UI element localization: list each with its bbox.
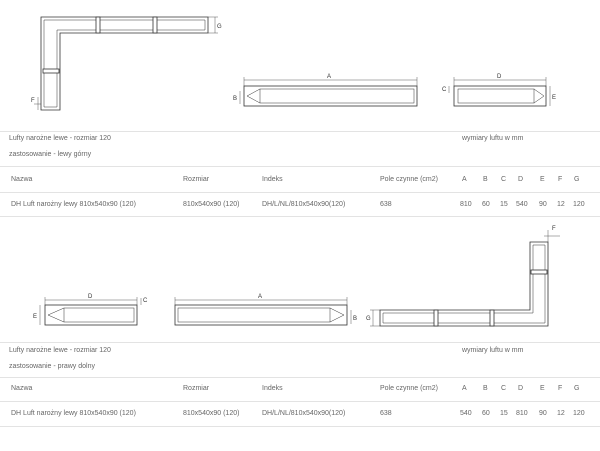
technical-drawing-bottom: D E C A B G F	[0, 222, 600, 340]
header-g: G	[574, 176, 580, 183]
dim-label-f: F	[31, 98, 35, 104]
corner-vent-outline	[379, 241, 549, 327]
dim-label-e: E	[33, 314, 37, 320]
dim-label-d: D	[88, 294, 93, 300]
divider	[0, 342, 600, 343]
dim-label-c: C	[143, 298, 148, 304]
divider	[0, 216, 600, 217]
technical-drawing-top: G F A B D E C	[0, 0, 600, 130]
dim-label-a: A	[327, 74, 331, 80]
header-f: F	[558, 176, 563, 183]
cell-d: 810	[516, 410, 528, 417]
dim-label-g: G	[217, 24, 222, 30]
cell-a: 810	[460, 201, 472, 208]
cell-active-area: 638	[380, 201, 392, 208]
cell-g: 120	[573, 201, 585, 208]
cell-b: 60	[482, 410, 490, 417]
header-c: C	[501, 385, 507, 392]
cell-c: 15	[500, 410, 508, 417]
dimensions-note: wymiary luftu w mm	[462, 135, 524, 142]
dim-label-f: F	[552, 226, 556, 232]
cell-e: 90	[539, 201, 547, 208]
divider	[0, 377, 600, 378]
cell-name: DH Luft narożny lewy 810x540x90 (120)	[11, 410, 136, 417]
header-d: D	[518, 385, 524, 392]
cell-active-area: 638	[380, 410, 392, 417]
divider	[0, 131, 600, 132]
cell-f: 12	[557, 201, 565, 208]
header-g: G	[574, 385, 580, 392]
header-e: E	[540, 385, 545, 392]
header-c: C	[501, 176, 507, 183]
header-index: Indeks	[262, 385, 283, 392]
divider	[0, 401, 600, 402]
application-note: zastosowanie - prawy dolny	[9, 363, 95, 370]
header-f: F	[558, 385, 563, 392]
header-a: A	[462, 385, 467, 392]
cell-e: 90	[539, 410, 547, 417]
dim-label-g: G	[366, 316, 371, 322]
cell-size: 810x540x90 (120)	[183, 201, 240, 208]
cell-c: 15	[500, 201, 508, 208]
cell-index: DH/L/NL/810x540x90(120)	[262, 410, 346, 417]
cell-d: 540	[516, 201, 528, 208]
cell-a: 540	[460, 410, 472, 417]
header-a: A	[462, 176, 467, 183]
divider	[0, 166, 600, 167]
corner-vent-outline	[40, 16, 209, 111]
header-active-area: Pole czynne (cm2)	[380, 176, 438, 183]
dim-label-a: A	[258, 294, 262, 300]
header-size: Rozmiar	[183, 176, 210, 183]
dimensions-note: wymiary luftu w mm	[462, 347, 524, 354]
vent-front-view-d	[453, 85, 547, 107]
header-d: D	[518, 176, 524, 183]
header-e: E	[540, 176, 545, 183]
dim-label-b: B	[233, 96, 237, 102]
header-active-area: Pole czynne (cm2)	[380, 385, 438, 392]
vent-front-view-d	[44, 304, 138, 326]
cell-name: DH Luft narożny lewy 810x540x90 (120)	[11, 201, 136, 208]
dim-label-e: E	[552, 95, 556, 101]
cell-f: 12	[557, 410, 565, 417]
cell-g: 120	[573, 410, 585, 417]
vent-front-view-a	[243, 85, 418, 107]
header-b: B	[483, 176, 488, 183]
vent-front-view-a	[174, 304, 348, 326]
dim-label-c: C	[442, 87, 447, 93]
dim-label-d: D	[497, 74, 502, 80]
section-title: Lufty narożne lewe - rozmiar 120	[9, 135, 111, 142]
header-size: Rozmiar	[183, 385, 210, 392]
divider	[0, 426, 600, 427]
header-index: Indeks	[262, 176, 283, 183]
cell-size: 810x540x90 (120)	[183, 410, 240, 417]
divider	[0, 192, 600, 193]
application-note: zastosowanie - lewy górny	[9, 151, 92, 158]
section-title: Lufty narożne lewe - rozmiar 120	[9, 347, 111, 354]
cell-index: DH/L/NL/810x540x90(120)	[262, 201, 346, 208]
header-name: Nazwa	[11, 176, 33, 183]
cell-b: 60	[482, 201, 490, 208]
dim-label-b: B	[353, 316, 357, 322]
header-name: Nazwa	[11, 385, 33, 392]
header-b: B	[483, 385, 488, 392]
